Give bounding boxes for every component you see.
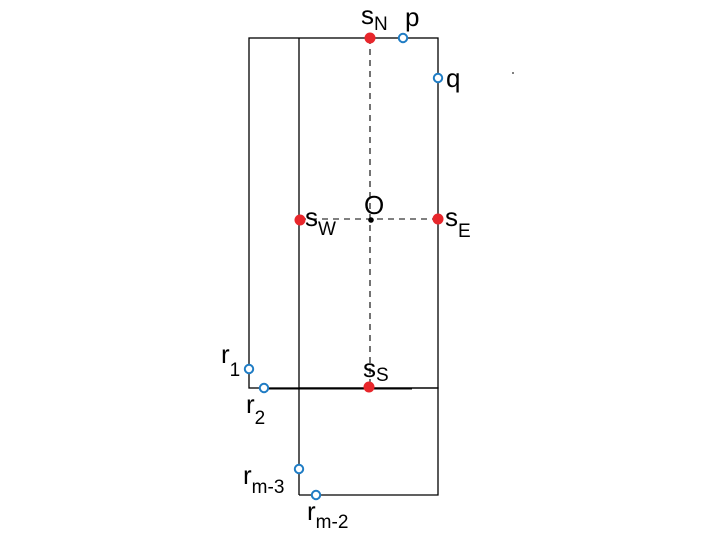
- label-s-south: sS: [363, 353, 389, 386]
- label-r2: r2: [246, 389, 265, 429]
- center-point-o: [368, 217, 374, 223]
- point-q: [432, 72, 444, 84]
- point-rm3: [293, 463, 305, 475]
- point-r2: [258, 382, 270, 394]
- point-r1: [243, 363, 255, 375]
- rectangles: [248, 37, 439, 496]
- point-s-north: [364, 32, 376, 44]
- point-s-east: [432, 213, 444, 225]
- outer-top-rectangle: [248, 37, 439, 389]
- special-points: [294, 32, 444, 393]
- label-s-west: sW: [305, 202, 336, 240]
- label-s-east: sE: [445, 202, 471, 242]
- point-rm2: [310, 489, 322, 501]
- lower-box: [299, 387, 439, 496]
- label-rm3: rm-3: [243, 460, 284, 498]
- point-p: [397, 32, 409, 44]
- label-q: q: [446, 63, 460, 93]
- label-r1: r1: [221, 339, 240, 381]
- label-p: p: [405, 2, 419, 32]
- label-rm2: rm-2: [307, 496, 348, 533]
- label-s-north: sN: [361, 0, 388, 35]
- hollow-points: [243, 32, 444, 501]
- point-s-west: [294, 214, 306, 226]
- point-s-south: [363, 381, 375, 393]
- label-center-o: O: [364, 190, 384, 220]
- labels: sN p q O sW sE sS r1 r2 rm-3 rm-2: [221, 0, 471, 533]
